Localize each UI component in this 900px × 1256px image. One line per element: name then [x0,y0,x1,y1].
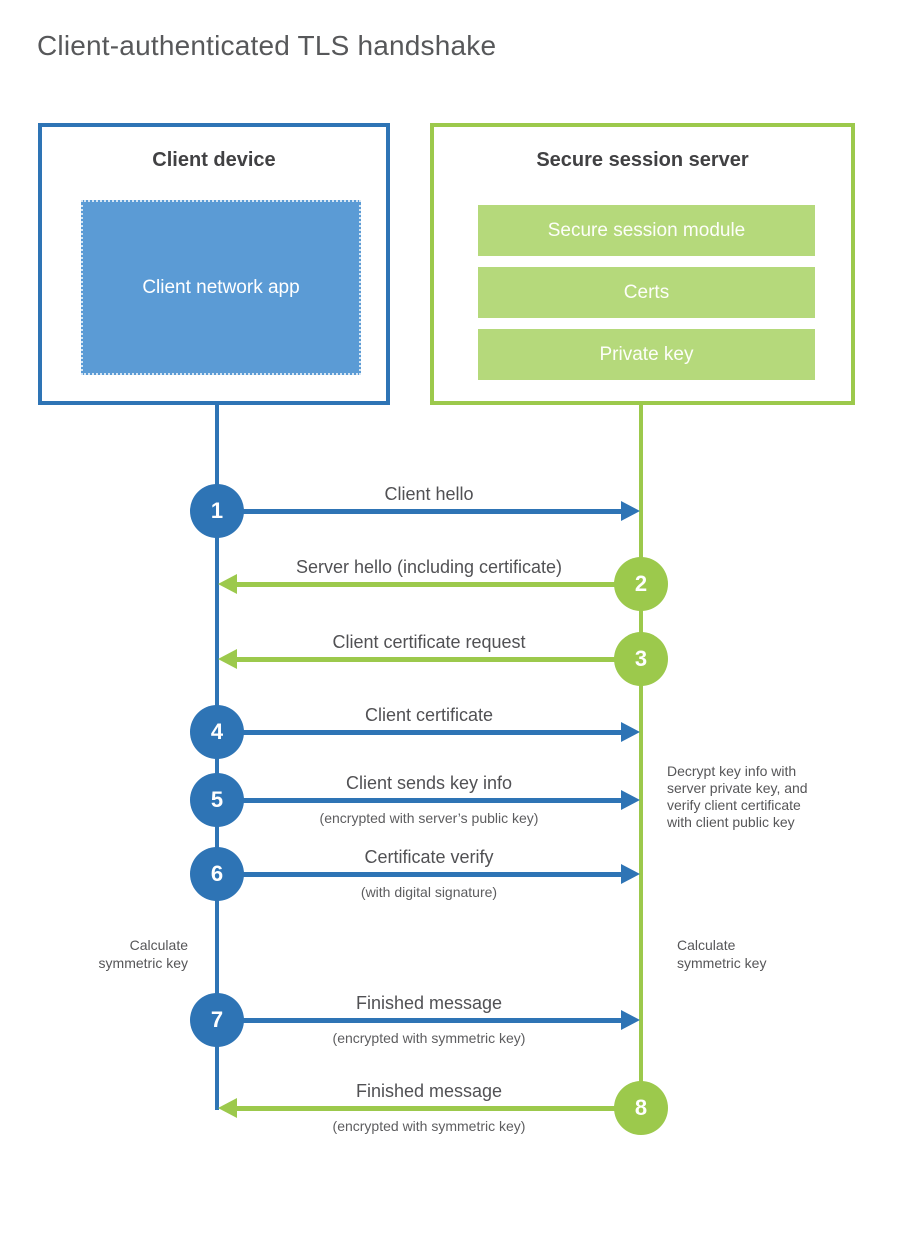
step-circle: 6 [190,847,244,901]
server-module-certs: Certs [478,267,815,318]
server-decrypt-note: Decrypt key info with server private key… [667,763,808,830]
client-device-title: Client device [152,149,276,171]
message-arrow-line [217,730,621,735]
client-network-app-box: Client network app [81,200,361,375]
arrowhead-right-icon [621,1010,640,1030]
step-number: 4 [210,719,224,744]
message-label: Client sends key info [345,773,513,793]
arrowhead-left-icon [218,574,237,594]
message-arrow-line [237,582,641,587]
message-arrow-line [237,657,641,662]
server-lifeline [639,405,643,1110]
step-circle: 5 [190,773,244,827]
message-sublabel: (encrypted with symmetric key) [332,1118,526,1134]
step-number: 8 [634,1095,648,1120]
server-module-secure-session: Secure session module [478,205,815,256]
message-arrow-line [217,509,621,514]
message-label: Client certificate request [332,632,526,652]
arrowhead-right-icon [621,501,640,521]
message-label: Server hello (including certificate) [295,557,563,577]
message-sublabel: (encrypted with symmetric key) [332,1030,526,1046]
step-number: 1 [210,498,224,523]
step-circle: 7 [190,993,244,1047]
arrowhead-left-icon [218,1098,237,1118]
message-label: Finished message [355,993,503,1013]
message-label: Finished message [355,1081,503,1101]
client-calculate-key-note: Calculate symmetric key [98,937,188,971]
step-circle: 8 [614,1081,668,1135]
message-arrow-line [217,798,621,803]
message-arrow-line [217,872,621,877]
message-sublabel: (encrypted with server’s public key) [319,810,539,826]
client-device-box: Client device Client network app [38,123,390,405]
server-module-private-key: Private key [478,329,815,380]
secure-session-server-box: Secure session server Secure session mod… [430,123,855,405]
arrowhead-right-icon [621,722,640,742]
message-arrow-line [217,1018,621,1023]
step-number: 3 [634,646,648,671]
step-circle: 3 [614,632,668,686]
page-title: Client-authenticated TLS handshake [37,30,497,61]
message-label: Client certificate [364,705,494,725]
message-label: Certificate verify [364,847,494,867]
arrowhead-right-icon [621,864,640,884]
server-calculate-key-note: Calculate symmetric key [677,937,767,971]
step-number: 6 [210,861,224,886]
message-sublabel: (with digital signature) [360,884,498,900]
message-label: Client hello [384,484,474,504]
arrowhead-left-icon [218,649,237,669]
step-number: 5 [210,787,224,812]
step-number: 7 [210,1007,224,1032]
step-circle: 2 [614,557,668,611]
step-number: 2 [634,571,648,596]
step-circle: 1 [190,484,244,538]
client-network-app-label: Client network app [142,276,300,298]
arrowhead-right-icon [621,790,640,810]
message-arrow-line [237,1106,641,1111]
secure-session-server-title: Secure session server [536,149,749,171]
step-circle: 4 [190,705,244,759]
